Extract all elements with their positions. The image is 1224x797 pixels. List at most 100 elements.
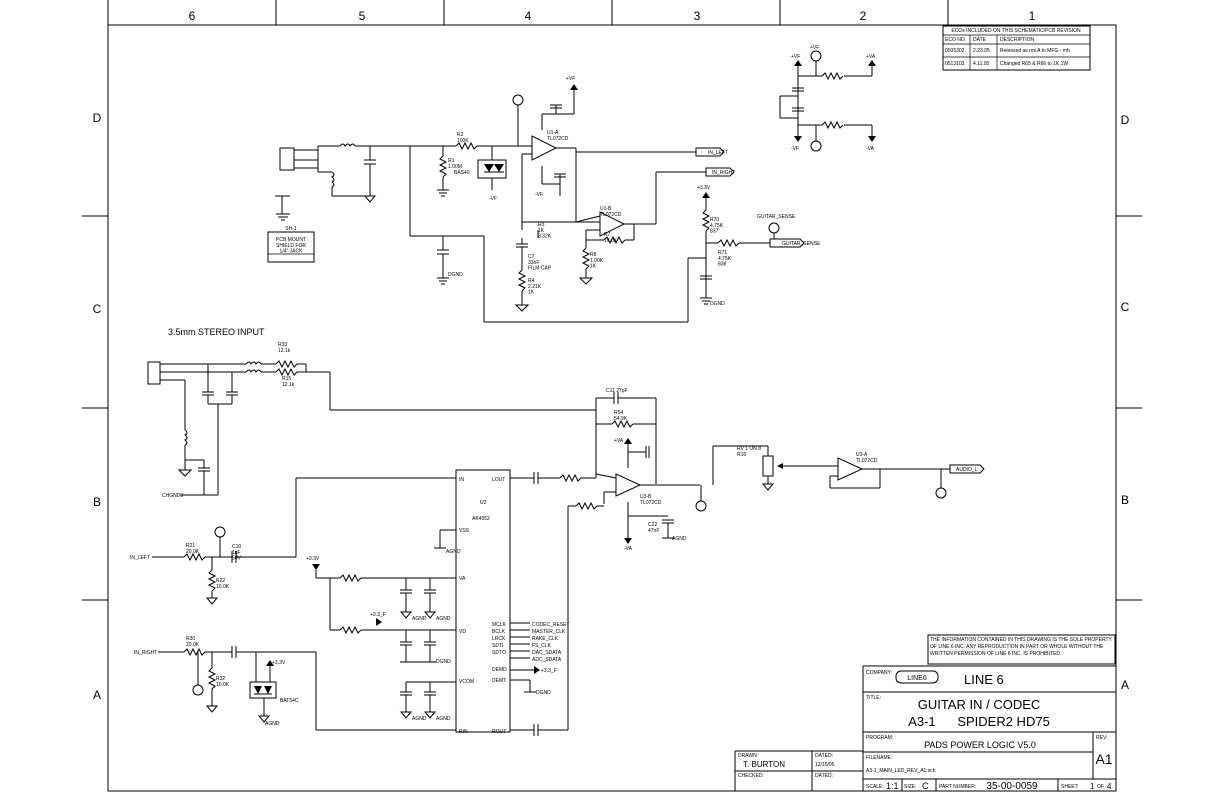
tb-sheet: 1 (1090, 782, 1095, 791)
tb-drawn: T. BURTON (743, 760, 785, 769)
zone-row-labels: D C B A D C B A (93, 111, 1130, 702)
section-title-stereo-input: 3.5mm STEREO INPUT (168, 327, 265, 337)
zone-col-1: 1 (1029, 9, 1036, 23)
net-agnd-u3: AGND (672, 536, 687, 542)
net-in-left-top: IN_LEFT (708, 150, 728, 156)
zone-col-4: 4 (525, 9, 532, 23)
eco-row2-desc: Changed R65 & R66 to 1K 1W (1000, 61, 1068, 67)
company-logo: LINE6 (907, 675, 927, 682)
diode-d1: BAS40 (454, 170, 470, 176)
tb-size: C (922, 781, 929, 791)
tb-of: 4 (1107, 782, 1112, 791)
eco-row2-date: 4.11.05 (973, 61, 990, 67)
tb-dated: 12/15/05 (815, 762, 835, 768)
pin-rin: RIN (459, 729, 468, 735)
net-guitar-sense: GUITAR_SENSE (782, 241, 821, 247)
net-audio-l: AUDIO_L (956, 467, 978, 473)
tb-part: 35-00-0059 (986, 781, 1038, 792)
zone-col-2: 2 (860, 9, 867, 23)
tb-program-label: PROGRAM: (866, 735, 893, 741)
net-v33-d2: +3.3V (272, 660, 286, 666)
tb-of-label: OF (1097, 784, 1104, 790)
net-vma-bottom: -VA (866, 146, 875, 152)
eco-col-eco: ECO NO. (945, 37, 966, 43)
net-vp-top: +VF (810, 45, 819, 51)
pin-demd: DEMD (492, 667, 507, 673)
tb-program: PADS POWER LOGIC V5.0 (924, 740, 1036, 750)
net-in-right-bottom: IN_RIGHT (134, 650, 157, 656)
pin-sdto: SDTO (492, 650, 506, 656)
sig-rake-clk: RAKE_CLK (532, 636, 559, 642)
net-agnd-va2: AGND (436, 616, 451, 622)
sig-codec-reset: CODEC_RESET (532, 622, 570, 628)
zone-row-c-right: C (1121, 300, 1130, 314)
net-in-right-top: IN_RIGHT (712, 170, 735, 176)
eco-row1-desc: Released as rev.A to MFG - mh (1000, 48, 1070, 54)
guitar-input-jack: DGND (275, 143, 706, 323)
eco-col-desc: DESCRIPTION (1000, 37, 1035, 43)
net-in-right-flag: IN_RIGHT (705, 167, 735, 177)
guitar-sense-section: +3.3V GUITAR_SENSE GUITAR_SENSE DGND R70… (697, 185, 821, 307)
zone-row-a-left: A (93, 688, 101, 702)
tb-filename: A3-1_MAIN_LED_REV_A1.sch (866, 768, 936, 774)
tb-scale-label: SCALE: (866, 784, 884, 790)
pin-lout: LOUT (492, 477, 505, 483)
tb-checked-dated-label: DATED: (815, 773, 833, 779)
tb-size-label: SIZE: (904, 784, 917, 790)
eco-header: ECOs INCLUDED ON THIS SCHEMATIC/PCB REVI… (951, 28, 1081, 34)
tb-filename-label: FILENAME: (866, 755, 892, 761)
net-dgnd-vd: DGND (436, 659, 451, 665)
tb-sheet-label: SHEET: (1061, 784, 1079, 790)
pin-va: VA (459, 576, 466, 582)
pin-vd: VD (459, 629, 466, 635)
net-v33-va: +3.3V (306, 556, 320, 562)
pin-in: IN (459, 477, 464, 483)
pin-rout: ROUT (492, 729, 506, 735)
tb-scale: 1:1 (886, 781, 899, 791)
tb-rev: A1 (1095, 751, 1112, 767)
net-va-top: +VA (866, 54, 876, 60)
sig-adc-sdata: ADC_SDATA (532, 657, 562, 663)
net-agnd-vcom2: AGND (436, 716, 451, 722)
net-agnd-d2: AGND (265, 721, 280, 727)
pin-vcom: VCOM (459, 679, 474, 685)
net-guitar-sense-tp: GUITAR_SENSE (757, 214, 796, 220)
zone-row-c-left: C (93, 302, 102, 316)
sig-dac-sdata: DAC_SDATA (532, 650, 562, 656)
zone-col-6: 6 (189, 9, 196, 23)
tb-title-line1: GUITAR IN / CODEC (918, 697, 1041, 712)
net-v33-sense: +3.3V (697, 185, 711, 191)
power-supply-section: +VF +VA +VF -VA -VF (779, 45, 876, 152)
tb-drawn-label: DRAWN: (738, 753, 758, 759)
net-dgnd-1: DGND (448, 272, 463, 278)
sig-master-clk: MASTER_CLK (532, 629, 566, 635)
net-vm-left: -VF (791, 146, 799, 152)
zone-row-d-right: D (1121, 113, 1130, 127)
codec-refdes: U2 (480, 500, 487, 506)
zone-column-labels: 6 5 4 3 2 1 (189, 9, 1036, 23)
net-v33f-vd: +3.3_F (370, 612, 386, 618)
pin-mclk: MCLK (492, 622, 507, 628)
zone-row-a-right: A (1121, 678, 1129, 692)
tb-part-label: PART NUMBER: (939, 784, 976, 790)
tb-title-label: TITLE: (866, 695, 881, 701)
zone-col-3: 3 (694, 9, 701, 23)
net-agnd-vcom1: AGND (412, 716, 427, 722)
eco-row1-eco: 0505302 (945, 48, 965, 54)
net-dgnd-sense: DGND (710, 301, 725, 307)
zone-row-b-right: B (1121, 493, 1129, 507)
